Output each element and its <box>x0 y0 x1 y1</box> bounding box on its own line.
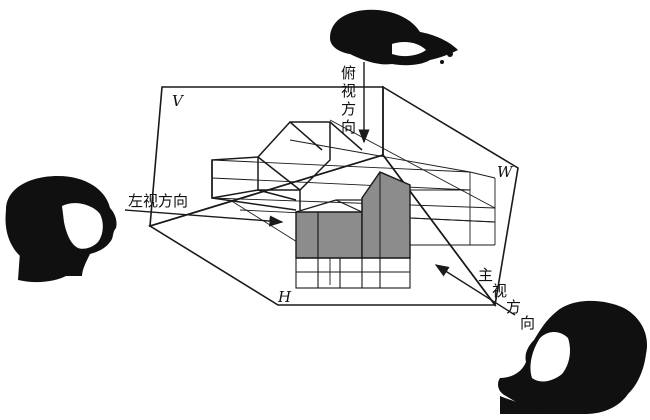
front-view-label: 主 视 方 向 <box>478 266 535 332</box>
v-plane-label: V <box>172 92 185 110</box>
svg-text:方: 方 <box>341 100 356 118</box>
construction-lines <box>211 119 496 285</box>
left-view-arrow <box>124 209 284 227</box>
front-view-arrow <box>434 264 516 316</box>
lower-projection <box>295 257 411 289</box>
shaded-face-left <box>295 211 363 259</box>
w-plane-label: W <box>497 163 514 181</box>
left-view-label: 左视方向 <box>128 192 188 210</box>
svg-text:视: 视 <box>492 282 507 300</box>
svg-text:主: 主 <box>478 266 493 284</box>
person-head-icon <box>330 9 458 66</box>
svg-text:向: 向 <box>520 314 535 332</box>
shaded-face <box>295 171 411 259</box>
top-view-label: 俯 视 方 向 <box>341 64 356 136</box>
svg-text:向: 向 <box>341 118 356 136</box>
person-head-icon <box>5 176 117 283</box>
w-plane <box>382 85 519 307</box>
person-head-icon <box>498 300 648 414</box>
shaded-face-right <box>361 171 411 259</box>
h-plane-label: H <box>277 288 292 306</box>
object-solid <box>211 121 363 211</box>
svg-text:视: 视 <box>341 82 356 100</box>
projection-planes <box>148 85 519 307</box>
svg-text:方: 方 <box>506 298 521 316</box>
direction-arrows <box>124 62 516 316</box>
svg-text:俯: 俯 <box>341 64 356 82</box>
